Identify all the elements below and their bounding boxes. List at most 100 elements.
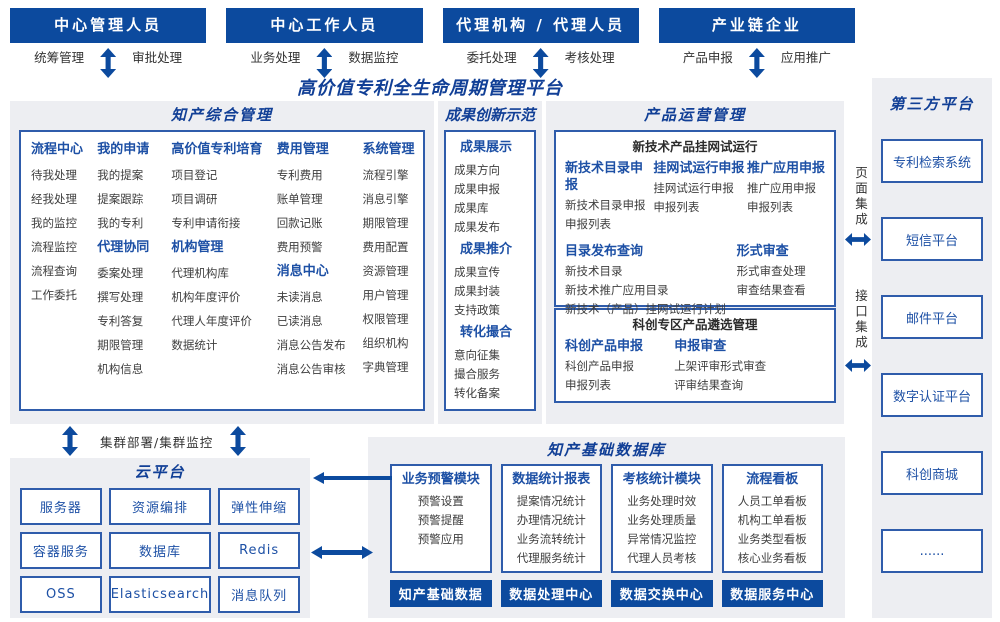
menu-item: 已读消息 bbox=[276, 314, 323, 328]
role-actions: 产品申报 应用推广 bbox=[659, 48, 855, 78]
section-title: 目录发布查询 bbox=[565, 244, 644, 259]
role-actions: 委托处理 考核处理 bbox=[443, 48, 639, 78]
double-arrow-vertical-icon bbox=[62, 426, 78, 456]
section-items: 待我处理经我处理我的监控流程监控流程查询工作委托 bbox=[31, 163, 97, 307]
menu-item: 异常情况监控 bbox=[627, 532, 697, 546]
menu-item: 申报列表 bbox=[565, 378, 611, 392]
cloud-service-box: 服务器 bbox=[20, 488, 102, 525]
role-header: 中心管理人员 bbox=[10, 8, 207, 43]
menu-item: 形式审查处理 bbox=[736, 264, 806, 278]
module-board: 流程看板 人员工单看板机构工单看板业务类型看板核心业务看板 bbox=[721, 464, 823, 573]
menu-item: 新技术目录申报 bbox=[565, 198, 646, 212]
menu-item: 提案跟踪 bbox=[97, 192, 144, 206]
menu-item: 提案情况统计 bbox=[516, 494, 586, 508]
section-items: 新技术目录新技术推广应用目录新技术（产品）挂网试运行计划 bbox=[565, 262, 737, 319]
double-arrow-vertical-icon bbox=[748, 48, 765, 78]
double-arrow-vertical-icon bbox=[100, 48, 117, 78]
box-title: 新技术产品挂网试运行 bbox=[632, 139, 758, 154]
database-modules: 业务预警模块 预警设置预警提醒预警应用 数据统计报表 提案情况统计办理情况统计业… bbox=[390, 464, 823, 573]
data-center-box: 知产基础数据 bbox=[390, 580, 492, 607]
role-action-left: 委托处理 bbox=[466, 50, 517, 65]
menu-item: 委案处理 bbox=[97, 266, 144, 280]
ip-management-box: 流程中心 待我处理经我处理我的监控流程监控流程查询工作委托 我的申请 我的提案提… bbox=[19, 130, 425, 411]
role-action-right: 应用推广 bbox=[780, 50, 831, 65]
menu-item: 机构信息 bbox=[97, 362, 144, 376]
menu-item: 意向征集 bbox=[454, 348, 500, 362]
menu-item: 业务流转统计 bbox=[516, 532, 586, 546]
menu-item: 上架评审形式审查 bbox=[674, 359, 767, 373]
menu-item: 账单管理 bbox=[276, 192, 323, 206]
menu-item: 成果发布 bbox=[454, 220, 500, 234]
menu-item: 预警应用 bbox=[417, 532, 464, 546]
section-title: 消息中心 bbox=[276, 264, 329, 279]
po-section: 申报审查 上架评审形式审查评审结果查询 bbox=[674, 336, 825, 395]
menu-item: 费用预警 bbox=[276, 240, 323, 254]
section-items: 专利费用账单管理回款记账费用预警 bbox=[277, 163, 363, 259]
section-items: 科创产品申报申报列表 bbox=[565, 357, 674, 395]
third-party-box: 专利检索系统 bbox=[881, 139, 983, 183]
po-section: 推广应用申报 推广应用申报申报列表 bbox=[747, 158, 825, 234]
section-title: 费用管理 bbox=[276, 142, 329, 157]
panel-title: 成果创新示范 bbox=[444, 106, 535, 124]
section-title: 申报审查 bbox=[674, 339, 727, 354]
innovation-box: 成果展示 成果方向成果申报成果库成果发布 成果推介 成果宣传成果封装支持政策 转… bbox=[444, 130, 536, 411]
cloud-service-box: Redis bbox=[218, 532, 300, 569]
trial-row-1: 新技术目录申报 新技术目录申报申报列表 挂网试运行申报 挂网试运行申报申报列表 … bbox=[565, 158, 825, 234]
data-center-box: 数据交换中心 bbox=[611, 580, 713, 607]
menu-item: 审查结果查看 bbox=[736, 283, 806, 297]
section-items: 新技术目录申报申报列表 bbox=[565, 196, 653, 234]
po-section: 科创产品申报 科创产品申报申报列表 bbox=[565, 336, 674, 395]
section-title: 转化撮合 bbox=[460, 325, 513, 340]
menu-item: 撮合服务 bbox=[454, 367, 500, 381]
section-items: 成果宣传成果封装支持政策 bbox=[454, 263, 534, 320]
menu-item: 业务类型看板 bbox=[737, 532, 807, 546]
menu-item: 推广应用申报 bbox=[746, 181, 816, 195]
double-arrow-horizontal-icon bbox=[845, 233, 871, 246]
po-section: 挂网试运行申报 挂网试运行申报申报列表 bbox=[653, 158, 747, 234]
panel-product-operation: 产品运营管理 新技术产品挂网试运行 新技术目录申报 新技术目录申报申报列表 挂网… bbox=[546, 101, 844, 424]
section-items: 成果方向成果申报成果库成果发布 bbox=[454, 161, 534, 237]
menu-item: 数据统计 bbox=[171, 338, 218, 352]
menu-item: 费用配置 bbox=[362, 240, 409, 254]
menu-item: 预警设置 bbox=[417, 494, 464, 508]
menu-item: 我的提案 bbox=[97, 168, 144, 182]
platform-title: 高价值专利全生命周期管理平台 bbox=[297, 78, 563, 99]
user-role-group: 产业链企业 产品申报 应用推广 bbox=[658, 8, 855, 78]
section-items: 挂网试运行申报申报列表 bbox=[653, 179, 747, 217]
double-arrow-vertical-icon bbox=[316, 48, 333, 78]
third-party-box: 科创商城 bbox=[881, 451, 983, 495]
menu-item: 代理人员考核 bbox=[627, 551, 697, 565]
api-integration-label: 接口集成 bbox=[853, 289, 868, 351]
third-party-box: 数字认证平台 bbox=[881, 373, 983, 417]
po-section: 目录发布查询 新技术目录新技术推广应用目录新技术（产品）挂网试运行计划 bbox=[565, 241, 737, 319]
role-action-left: 产品申报 bbox=[682, 50, 733, 65]
double-arrow-vertical-icon bbox=[532, 48, 549, 78]
section-items: 代理机构库机构年度评价代理人年度评价数据统计 bbox=[171, 261, 276, 357]
menu-item: 成果封装 bbox=[454, 284, 500, 298]
module-items: 业务处理时效业务处理质量异常情况监控代理人员考核 bbox=[613, 492, 711, 568]
cloud-service-box: OSS bbox=[20, 576, 102, 613]
menu-item: 成果宣传 bbox=[454, 265, 500, 279]
po-section: 形式审查 形式审查处理审查结果查看 bbox=[737, 241, 825, 319]
role-action-left: 业务处理 bbox=[250, 50, 301, 65]
panel-title: 第三方平台 bbox=[889, 95, 975, 113]
panel-title: 产品运营管理 bbox=[643, 106, 746, 124]
role-actions: 业务处理 数据监控 bbox=[226, 48, 422, 78]
selection-row: 科创产品申报 科创产品申报申报列表 申报审查 上架评审形式审查评审结果查询 bbox=[565, 336, 825, 395]
section-title: 代理协同 bbox=[97, 240, 150, 255]
module-items: 提案情况统计办理情况统计业务流转统计代理服务统计 bbox=[503, 492, 601, 568]
menu-item: 新技术（产品）挂网试运行计划 bbox=[565, 302, 726, 316]
section-title: 新技术目录申报 bbox=[565, 161, 644, 193]
menu-item: 我的监控 bbox=[31, 216, 77, 230]
menu-item: 申报列表 bbox=[565, 217, 611, 231]
menu-item: 项目调研 bbox=[171, 192, 218, 206]
menu-item: 期限管理 bbox=[362, 216, 409, 230]
menu-item: 我的专利 bbox=[97, 216, 144, 230]
menu-item: 代理服务统计 bbox=[516, 551, 586, 565]
panel-title: 知产综合管理 bbox=[170, 106, 273, 124]
section-title: 成果展示 bbox=[460, 140, 513, 155]
menu-item: 机构工单看板 bbox=[737, 513, 807, 527]
cluster-label: 集群部署/集群监控 bbox=[100, 435, 214, 450]
panel-title: 知产基础数据库 bbox=[546, 441, 666, 459]
